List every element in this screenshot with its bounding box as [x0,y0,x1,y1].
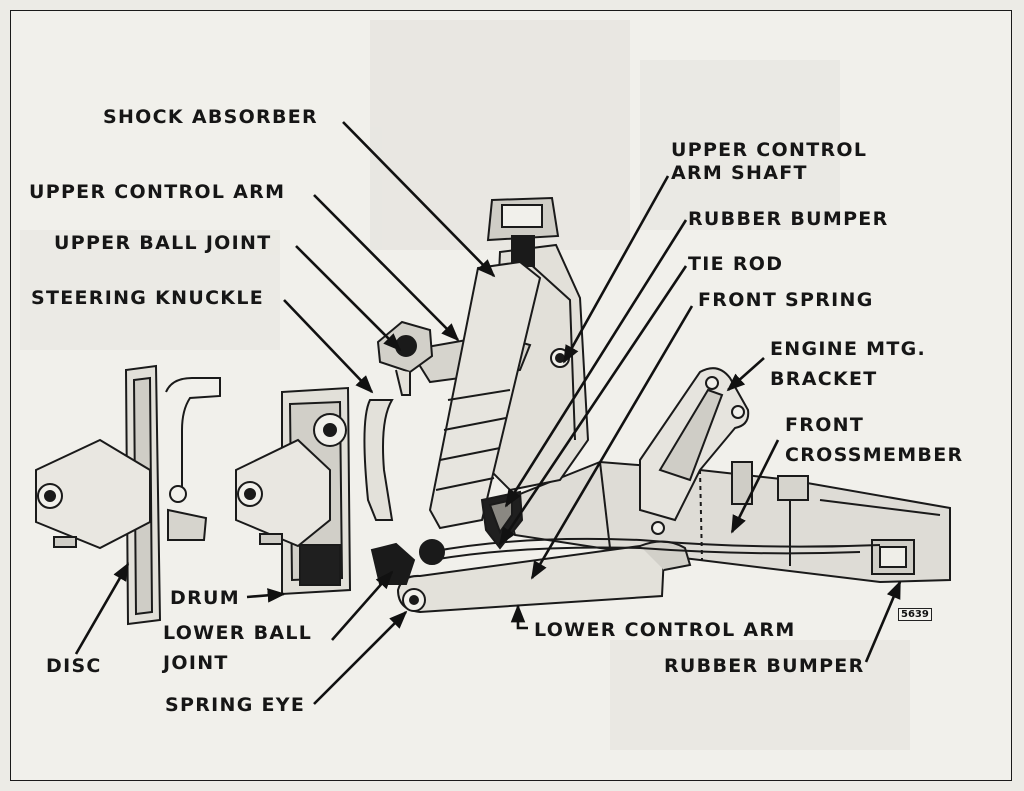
label-upper-control-arm-shaft-line2: ARM SHAFT [671,162,808,184]
label-lower-ball-joint-line2: JOINT [163,652,229,674]
label-front-crossmember-line2: CROSSMEMBER [785,444,964,466]
leader-steering-knuckle [283,299,374,394]
label-front-crossmember-line1: FRONT [785,414,865,436]
leader-engine-mtg-bracket [726,357,765,392]
leader-disc [74,562,130,655]
label-disc: DISC [46,655,102,677]
leader-spring-eye [313,610,408,705]
label-lower-ball-joint-line1: LOWER BALL [163,622,313,644]
leader-upper-ball-joint [295,245,402,352]
label-steering-knuckle: STEERING KNUCKLE [31,287,265,309]
leader-front-crossmember [730,439,780,534]
leader-lines [74,121,902,705]
label-upper-control-arm: UPPER CONTROL ARM [29,181,286,203]
leader-upper-control-arm [313,194,460,342]
leader-upper-control-arm-shaft [562,175,670,364]
engine-mtg-bracket-drawing [639,367,809,535]
label-lower-control-arm: LOWER CONTROL ARM [534,619,796,641]
label-engine-mtg-bracket-line2: BRACKET [770,368,878,390]
leader-rubber-bumper-upper [504,219,688,508]
leader-lower-ball-joint [331,570,394,641]
drum-assembly-drawing [235,386,352,596]
leader-front-spring [530,305,694,580]
leader-lower-control-arm [510,604,528,630]
label-upper-ball-joint: UPPER BALL JOINT [54,232,272,254]
label-engine-mtg-bracket-line1: ENGINE MTG. [770,338,927,360]
leader-shock-absorber [342,121,496,278]
label-upper-control-arm-shaft-line1: UPPER CONTROL [671,139,868,161]
label-drum: DRUM [170,587,240,609]
leader-tie-rod [498,265,688,546]
label-rubber-bumper-upper: RUBBER BUMPER [688,208,889,230]
background-texture [20,20,910,750]
leader-rubber-bumper-lower [864,580,902,663]
label-rubber-bumper-lower: RUBBER BUMPER [664,655,865,677]
label-tie-rod: TIE ROD [688,253,784,275]
leader-drum [246,588,286,603]
figure-number: 5639 [898,608,932,621]
lower-control-arm-drawing [396,540,692,614]
label-spring-eye: SPRING EYE [165,694,306,716]
label-front-spring: FRONT SPRING [698,289,874,311]
label-shock-absorber: SHOCK ABSORBER [103,106,318,128]
disc-assembly-drawing [35,364,221,626]
shock-absorber-drawing [428,196,560,530]
